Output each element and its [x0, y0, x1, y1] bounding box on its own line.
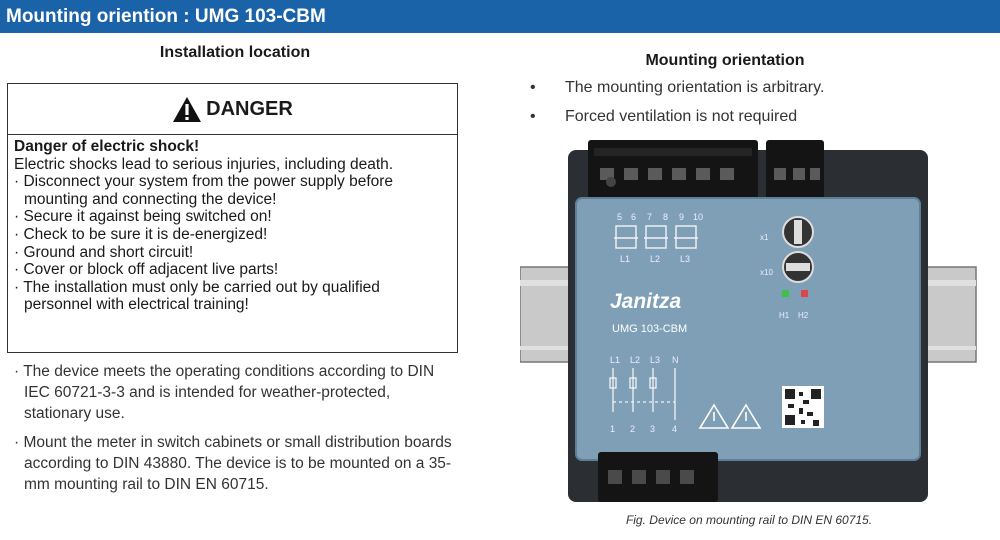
led-label: H1: [779, 311, 790, 320]
warning-triangle-icon: [730, 403, 762, 429]
orientation-heading: Mounting orientation: [645, 52, 805, 69]
terminal-number: 3: [650, 424, 655, 434]
danger-body: Danger of electric shock! Electric shock…: [8, 135, 457, 317]
led-red-icon: [801, 290, 808, 297]
phase-label: L1: [610, 355, 620, 365]
terminal-number: 1: [610, 424, 615, 434]
danger-subtitle: Danger of electric shock!: [14, 138, 200, 155]
orientation-bullets: The mounting orientation is arbitrary. F…: [530, 78, 950, 136]
operating-conditions-paragraph: · The device meets the operating conditi…: [14, 363, 435, 422]
phase-label: L3: [680, 254, 690, 264]
danger-label: DANGER: [206, 97, 293, 120]
bullet-item: Forced ventilation is not required: [530, 107, 950, 127]
mounting-paragraph: · Mount the meter in switch cabinets or …: [14, 434, 452, 493]
phase-label: L2: [650, 254, 660, 264]
terminal-number: 2: [630, 424, 635, 434]
warning-triangle-icon: [698, 403, 730, 429]
front-panel: [576, 198, 920, 460]
phase-label: L1: [620, 254, 630, 264]
wiring-schematic: [609, 368, 676, 420]
dial-label: x1: [760, 233, 769, 242]
danger-line: · Disconnect your system from the power …: [14, 173, 394, 208]
phase-label: L2: [630, 355, 640, 365]
terminal-number: 6: [631, 212, 636, 222]
terminal-number: 8: [663, 212, 668, 222]
danger-line: · Check to be sure it is de-energized!: [14, 225, 268, 243]
danger-line: Electric shocks lead to serious injuries…: [14, 155, 394, 173]
led-label: H2: [798, 311, 809, 320]
page-title: Mounting oriention : UMG 103-CBM: [0, 0, 1000, 33]
phase-label: L3: [650, 355, 660, 365]
danger-line: · Cover or block off adjacent live parts…: [14, 261, 279, 279]
terminal-number: 10: [693, 212, 703, 222]
device-model: UMG 103-CBM: [612, 323, 687, 335]
terminal-number: 9: [679, 212, 684, 222]
terminal-number: 4: [672, 424, 677, 434]
danger-header: DANGER: [8, 84, 457, 135]
danger-line: · The installation must only be carried …: [14, 278, 380, 314]
led-green-icon: [782, 290, 789, 297]
terminal-number: 5: [617, 212, 622, 222]
danger-line: · Secure it against being switched on!: [14, 208, 272, 226]
terminal-screws-bottom: [608, 470, 694, 484]
qr-code-icon: [782, 386, 824, 428]
transformer-symbols: [614, 225, 698, 249]
danger-line: · Ground and short circuit!: [14, 243, 194, 261]
terminal-screws-top-left: [600, 168, 734, 180]
device-brand: Janitza: [610, 290, 682, 313]
installation-heading: Installation location: [159, 44, 311, 61]
danger-box: DANGER Danger of electric shock! Electri…: [7, 83, 458, 353]
phase-label: N: [672, 355, 679, 365]
dial-label: x10: [760, 268, 773, 277]
warning-icon: [173, 96, 202, 122]
bullet-item: The mounting orientation is arbitrary.: [530, 78, 950, 98]
figure-caption: Fig. Device on mounting rail to DIN EN 6…: [625, 513, 873, 527]
device-illustration: 5 6 7 8 9 10 L1 L2 L3 x1 x10 H1 H2 Janit…: [520, 140, 977, 502]
terminal-number: 7: [647, 212, 652, 222]
